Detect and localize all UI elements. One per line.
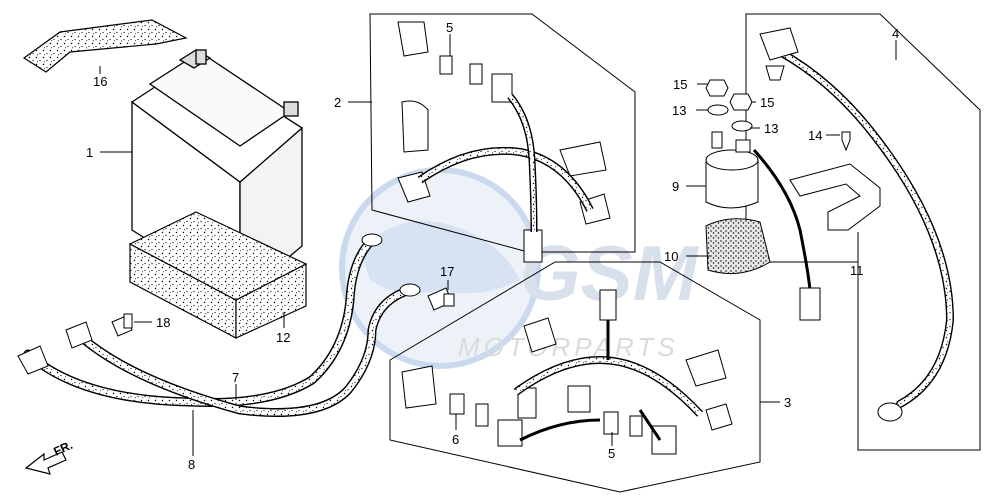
callout-13-right: 13: [764, 121, 778, 136]
callout-6: 6: [452, 432, 459, 447]
group-box-2: [369, 13, 636, 253]
callout-3: 3: [784, 395, 791, 410]
callout-13-left: 13: [672, 103, 686, 118]
bolt-17: [427, 287, 455, 311]
callout-1: 1: [86, 145, 93, 160]
callout-5-lower: 5: [608, 446, 615, 461]
sub-harness-upper: [397, 21, 611, 263]
callout-10: 10: [664, 249, 678, 264]
callout-16: 16: [93, 74, 107, 89]
sub-harness-lower: [401, 289, 733, 455]
callout-2: 2: [334, 95, 341, 110]
group-box-3: [389, 261, 761, 493]
front-direction-indicator: FR.: [24, 438, 75, 475]
battery-strap: [22, 19, 188, 73]
front-label: FR.: [51, 438, 74, 459]
callout-17: 17: [440, 264, 454, 279]
callout-14: 14: [808, 128, 822, 143]
front-arrow-icon: [24, 451, 67, 475]
bolt-18: [111, 313, 133, 337]
watermark: GSM MOTORPARTS: [339, 167, 700, 369]
starter-cable: [759, 27, 955, 422]
callout-8: 8: [188, 457, 195, 472]
battery-case: [128, 211, 308, 339]
watermark-subtitle: MOTORPARTS: [458, 332, 679, 362]
battery-cables: [17, 233, 421, 417]
callout-4: 4: [892, 26, 899, 41]
callout-15-left: 15: [673, 77, 687, 92]
group-box-4: [745, 13, 981, 451]
starter-relay: [705, 131, 821, 321]
leader-lines: [99, 34, 897, 456]
callout-5-upper: 5: [446, 20, 453, 35]
relay-bracket: [789, 163, 881, 231]
callout-12: 12: [276, 330, 290, 345]
callout-15-right: 15: [760, 95, 774, 110]
callouts: 1 2 3 4 5 5 6 7 8 9 10 11 12 13 13 14 15…: [86, 20, 899, 472]
callout-18: 18: [156, 315, 170, 330]
callout-9: 9: [672, 179, 679, 194]
callout-7: 7: [232, 370, 239, 385]
relay-cover: [705, 218, 771, 275]
callout-11: 11: [850, 263, 864, 278]
nuts-and-washers: [705, 79, 851, 152]
